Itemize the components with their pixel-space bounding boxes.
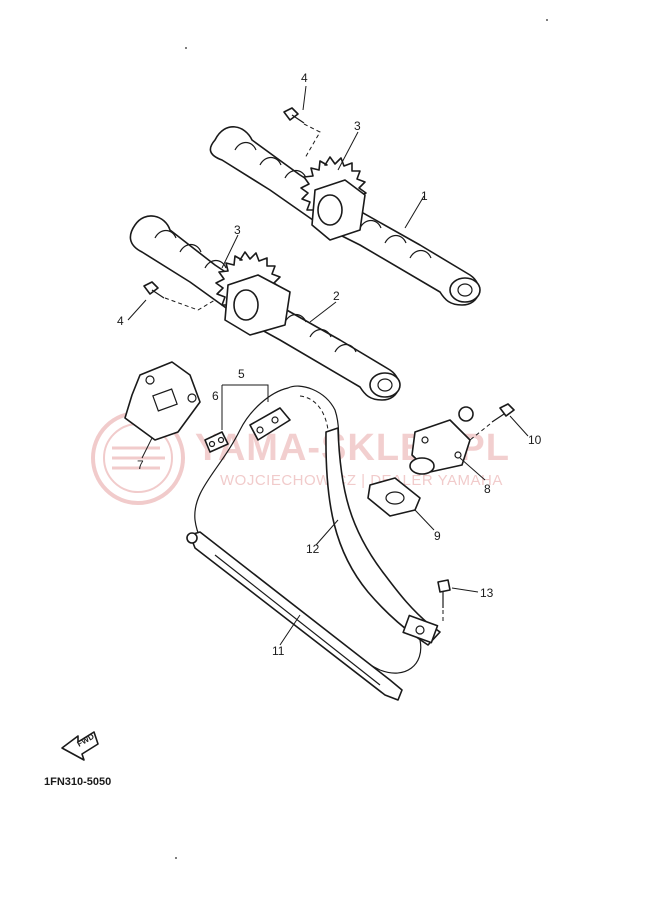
- callout-3-lower: 3: [234, 223, 241, 237]
- chain-joint-link: [204, 407, 291, 453]
- callout-8: 8: [484, 482, 491, 496]
- callout-3-upper: 3: [354, 119, 361, 133]
- leader-lines: [127, 85, 529, 646]
- cam-sprocket-upper: [300, 156, 367, 241]
- chain-guide-tensioner: [325, 427, 441, 646]
- callout-4-upper: 4: [301, 71, 308, 85]
- chain-guide-exhaust: [186, 531, 403, 701]
- watermark-subtitle: WOJCIECHOWICZ | DEALER YAMAHA: [220, 472, 503, 489]
- callout-12: 12: [306, 542, 320, 556]
- diagram-code: 1FN310-5050: [44, 776, 111, 788]
- sprocket-bolt-upper: [283, 107, 321, 159]
- chain-guide-stopper: [124, 361, 201, 441]
- watermark-logo-mark: [112, 446, 165, 470]
- callout-9: 9: [434, 529, 441, 543]
- callout-13: 13: [480, 586, 494, 600]
- cam-sprocket-lower: [215, 251, 291, 336]
- tensioner-bolt: [469, 403, 515, 441]
- guide-bolt: [437, 579, 451, 622]
- callout-6: 6: [212, 389, 219, 403]
- callout-10: 10: [528, 433, 542, 447]
- callout-7: 7: [137, 458, 144, 472]
- callout-2: 2: [333, 289, 340, 303]
- forward-arrow-icon: FWD: [61, 731, 99, 761]
- cam-chain-tensioner: [409, 406, 474, 475]
- sprocket-bolt-lower: [143, 281, 216, 311]
- callout-5: 5: [238, 367, 245, 381]
- callouts: 4 3 1 3 2 4 5 6 7 8 9 10 11 12 13: [117, 71, 542, 658]
- callout-11: 11: [272, 644, 285, 658]
- callout-4-lower: 4: [117, 314, 124, 328]
- callout-1: 1: [421, 189, 428, 203]
